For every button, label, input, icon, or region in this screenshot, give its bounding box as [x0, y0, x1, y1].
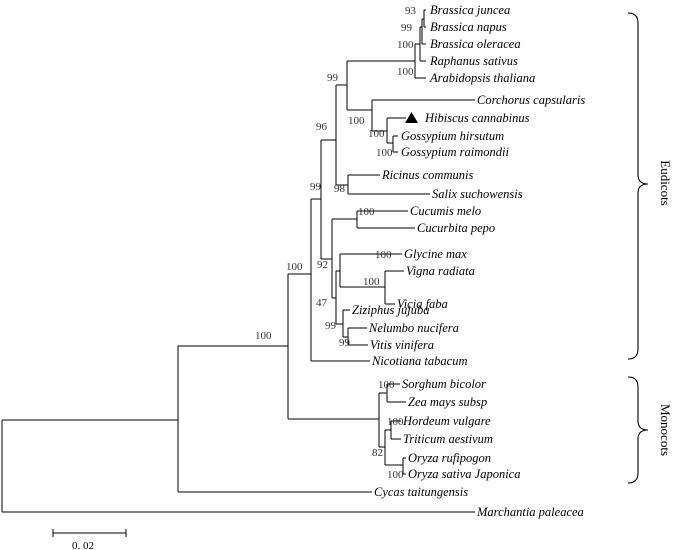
bootstrap-value: 100 [397, 66, 414, 78]
bootstrap-value: 47 [316, 297, 328, 309]
bootstrap-value: 99 [339, 337, 351, 349]
taxon-label: Raphanus sativus [429, 54, 518, 68]
bootstrap-value: 100 [387, 416, 404, 428]
taxon-label: Sorghum bicolor [402, 377, 486, 391]
bootstrap-value: 100 [368, 128, 385, 140]
eudicots-label: Eudicots [658, 160, 673, 206]
bootstrap-value: 99 [310, 181, 322, 193]
taxon-label: Oryza sativa Japonica [408, 467, 520, 481]
bootstrap-value: 99 [325, 320, 337, 332]
bootstrap-value: 99 [401, 22, 413, 34]
bootstrap-value: 82 [372, 447, 383, 459]
bootstrap-value: 100 [348, 115, 365, 127]
taxon-label: Oryza rufipogon [408, 451, 491, 465]
taxon-label: Nicotiana tabacum [371, 354, 467, 368]
bootstrap-value: 100 [375, 249, 392, 261]
taxon-label: Corchorus capsularis [477, 93, 585, 107]
taxon-label: Brassica napus [430, 20, 507, 34]
bootstrap-value: 100 [376, 147, 393, 159]
taxon-label: Brassica juncea [430, 3, 510, 17]
tree-branches [1, 9, 475, 513]
monocots-brace [627, 376, 649, 484]
bootstrap-values: 93 99 100 100 99 100 100 100 98 96 100 1… [255, 5, 417, 481]
bootstrap-value: 100 [363, 276, 380, 288]
scale-bar-label: 0. 02 [72, 540, 94, 550]
bootstrap-value: 93 [405, 5, 417, 17]
bootstrap-value: 100 [397, 39, 414, 51]
taxon-label: Hordeum vulgare [402, 414, 491, 428]
bootstrap-value: 100 [378, 379, 395, 391]
taxon-labels: Brassica juncea Brassica napus Brassica … [352, 3, 585, 519]
taxon-label: Triticum aestivum [403, 432, 493, 446]
bootstrap-value: 92 [317, 259, 328, 271]
scale-bar: 0. 02 [52, 529, 127, 550]
bootstrap-value: 96 [316, 121, 328, 133]
eudicots-brace [627, 12, 649, 360]
taxon-label: Salix suchowensis [432, 187, 523, 201]
monocots-label: Monocots [658, 404, 673, 456]
taxon-label: Cucumis melo [410, 204, 481, 218]
bootstrap-value: 100 [255, 330, 272, 342]
bootstrap-value: 99 [327, 72, 339, 84]
bootstrap-value: 100 [358, 206, 375, 218]
taxon-label: Vitis vinifera [370, 338, 434, 352]
highlight-triangle-icon [405, 112, 418, 123]
taxon-label: Cucurbita pepo [417, 221, 495, 235]
taxon-label: Nelumbo nucifera [368, 321, 459, 335]
taxon-label: Glycine max [404, 247, 467, 261]
taxon-label: Arabidopsis thaliana [429, 71, 535, 85]
taxon-label: Ziziphus jujuba [352, 303, 429, 317]
taxon-label: Brassica oleracea [430, 37, 521, 51]
bootstrap-value: 100 [286, 261, 303, 273]
taxon-label: Ricinus communis [381, 168, 473, 182]
taxon-label: Vigna radiata [406, 264, 475, 278]
taxon-label: Marchantia paleacea [476, 505, 584, 519]
bootstrap-value: 98 [334, 183, 346, 195]
taxon-label: Gossypium hirsutum [401, 129, 504, 143]
taxon-label: Hibiscus cannabinus [424, 111, 530, 125]
taxon-label: Zea mays subsp [408, 395, 487, 409]
bootstrap-value: 100 [387, 469, 404, 481]
taxon-label: Cycas taitungensis [374, 485, 468, 499]
taxon-label: Vicia faba [397, 297, 448, 311]
taxon-label: Gossypium raimondii [401, 145, 510, 159]
